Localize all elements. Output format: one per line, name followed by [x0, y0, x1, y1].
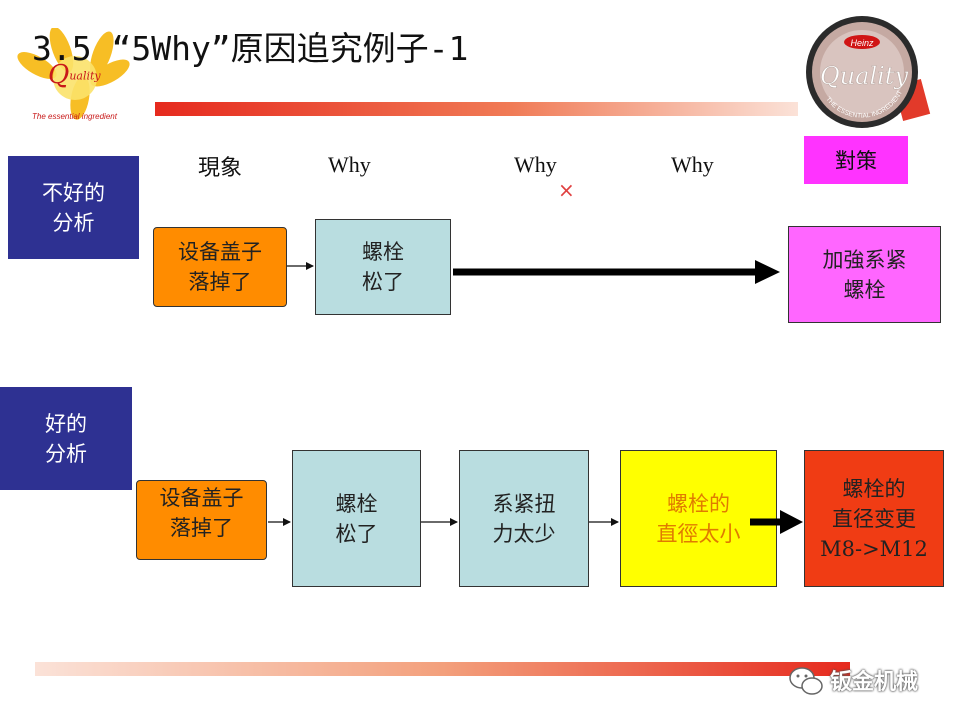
bad-analysis-label: 不好的 分析	[8, 156, 139, 259]
header-why-3: Why	[671, 152, 714, 177]
top-accent-bar	[155, 102, 798, 116]
svg-text:Heinz: Heinz	[850, 38, 874, 48]
bad-cause-box: 螺栓 松了	[315, 219, 451, 315]
logo-left-tagline: The essential ingredient	[32, 112, 117, 121]
slide-title: 3.5 “5Why”原因追究例子-1	[32, 29, 469, 68]
wechat-icon	[789, 667, 823, 695]
svg-text:Quality: Quality	[820, 62, 908, 90]
header-phenomenon: 現象	[198, 155, 243, 180]
header-countermeasure: 對策	[804, 136, 908, 184]
arrow-good-thick	[750, 510, 803, 534]
bad-phenomenon-box: 设备盖子 落掉了	[153, 227, 287, 307]
watermark: 钣金机械	[785, 660, 945, 700]
logo-left-brand: Quality	[48, 60, 101, 90]
good-phenomenon-box: 设备盖子 落掉了	[136, 480, 267, 560]
cross-mark-icon: ×	[558, 178, 575, 202]
bad-countermeasure-box: 加強系紧 螺栓	[788, 226, 941, 323]
sunburst-icon	[17, 26, 130, 120]
good-analysis-label: 好的 分析	[0, 387, 132, 490]
header-why-2: Why	[514, 152, 557, 177]
bottom-accent-bar	[35, 662, 850, 676]
good-cause-box-1: 螺栓 松了	[292, 450, 421, 587]
watermark-text: 钣金机械	[830, 670, 919, 695]
arrow-bad-thick	[453, 260, 780, 284]
quality-seal-logo: Heinz Quality THE ESSENTIAL INGREDIENT	[800, 12, 940, 132]
header-why-1: Why	[328, 152, 371, 177]
quality-logo-left: Quality The essential ingredient	[10, 26, 150, 138]
good-cause-box-2: 系紧扭 力太少	[459, 450, 589, 587]
good-countermeasure-box: 螺栓的 直径变更 M8->M12	[804, 450, 944, 587]
